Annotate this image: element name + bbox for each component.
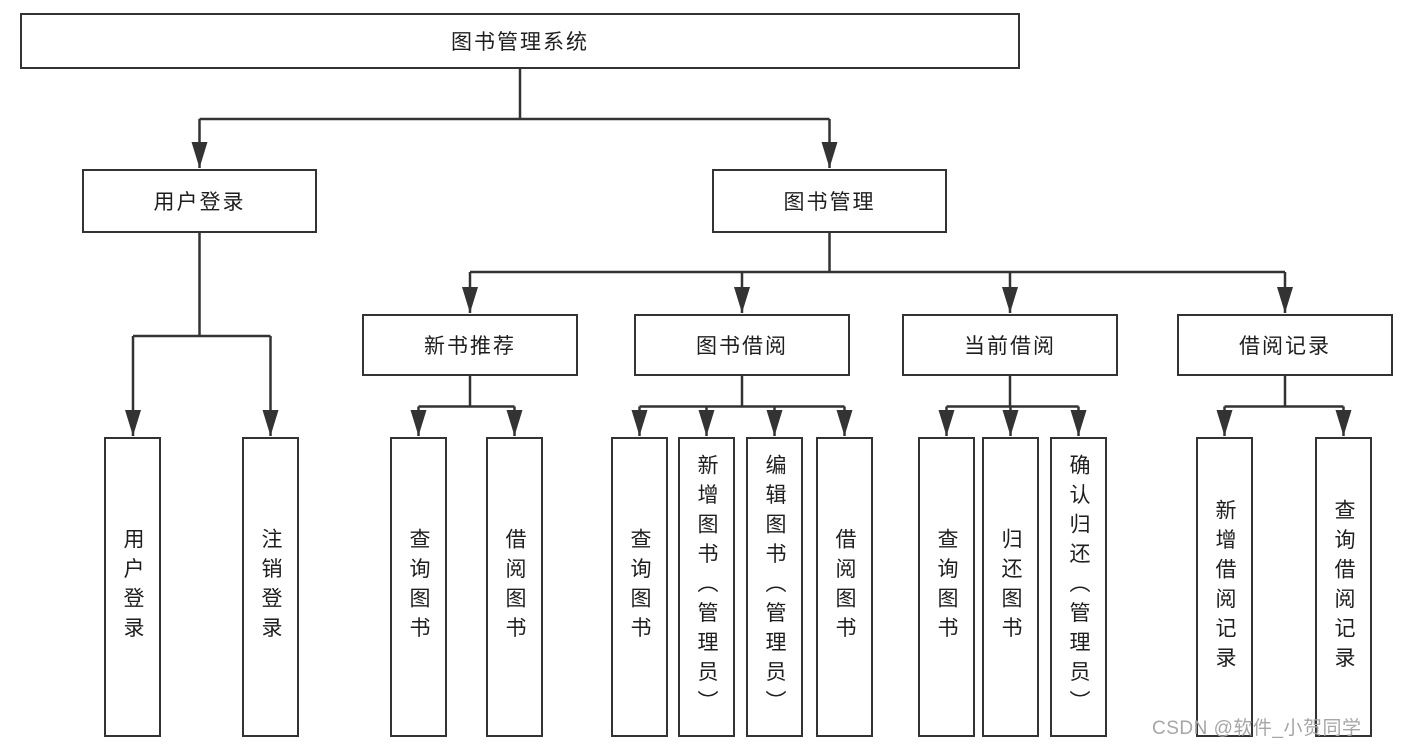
node-label: 查询图书 [407, 528, 430, 646]
node-label: 图书管理 [783, 191, 876, 214]
node-root: 图书管理系统 [20, 13, 1020, 69]
node-label: 借阅图书 [503, 528, 526, 646]
leaf-add-borrow-record: 新增借阅记录 [1196, 437, 1253, 737]
node-label: 借阅记录 [1239, 335, 1331, 358]
node-label: 借阅图书 [833, 528, 856, 646]
leaf-query-borrow-record: 查询借阅记录 [1315, 437, 1372, 737]
leaf-borrow-books-recommend: 借阅图书 [486, 437, 543, 737]
leaf-borrow-books-borrowing: 借阅图书 [816, 437, 873, 737]
node-label: 当前借阅 [964, 335, 1056, 358]
leaf-query-books-borrowing: 查询图书 [611, 437, 668, 737]
node-label: 注销登录 [259, 528, 282, 646]
node-label: 查询图书 [935, 528, 958, 646]
node-label: 图书借阅 [696, 335, 788, 358]
node-label: 图书管理系统 [451, 31, 589, 54]
leaf-confirm-return-admin: 确认归还（管理员） [1050, 437, 1107, 737]
leaf-return-books: 归还图书 [982, 437, 1039, 737]
node-label: 新增借阅记录 [1213, 498, 1236, 676]
node-label: 查询图书 [628, 528, 651, 646]
node-label: 用户登录 [121, 528, 144, 646]
leaf-query-books-current: 查询图书 [918, 437, 975, 737]
node-book-management: 图书管理 [712, 169, 947, 233]
node-borrowing-records: 借阅记录 [1177, 314, 1393, 376]
node-label: 编辑图书（管理员） [763, 454, 786, 720]
node-new-book-recommend: 新书推荐 [362, 314, 578, 376]
node-label: 新书推荐 [424, 335, 516, 358]
node-label: 归还图书 [999, 528, 1022, 646]
watermark: CSDN @软件_小贺同学 [1152, 718, 1362, 739]
leaf-query-books-recommend: 查询图书 [390, 437, 447, 737]
node-label: 用户登录 [153, 191, 246, 214]
node-label: 确认归还（管理员） [1067, 454, 1090, 720]
node-book-borrowing: 图书借阅 [634, 314, 850, 376]
node-label: 新增图书（管理员） [695, 454, 718, 720]
leaf-user-login: 用户登录 [104, 437, 161, 737]
leaf-edit-book-admin: 编辑图书（管理员） [746, 437, 803, 737]
leaf-add-book-admin: 新增图书（管理员） [678, 437, 735, 737]
node-label: 查询借阅记录 [1332, 498, 1355, 676]
node-current-borrowing: 当前借阅 [902, 314, 1118, 376]
leaf-logout: 注销登录 [242, 437, 299, 737]
node-user-login: 用户登录 [82, 169, 317, 233]
